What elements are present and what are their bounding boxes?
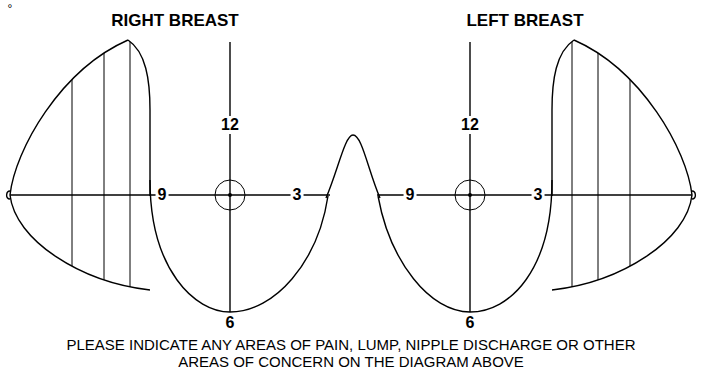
clock-number: 6: [226, 315, 235, 331]
vertical-axis: [229, 42, 230, 312]
clock-number: 9: [156, 186, 169, 204]
areola-circle: [455, 180, 485, 210]
clock-number: 3: [291, 186, 304, 204]
right-profile: [7, 0, 150, 392]
clock-number: 12: [219, 116, 241, 134]
profile-outline: [10, 40, 150, 290]
nipple-profile: [7, 191, 10, 199]
side-title: LEFT BREAST: [466, 12, 583, 29]
profile-outline: [552, 40, 692, 290]
breast-outline: [150, 180, 328, 312]
front-view: [10, 42, 692, 312]
hatch-lines: [572, 0, 630, 392]
clock-number: 6: [466, 315, 475, 331]
vertical-axis: [469, 42, 470, 312]
chest-wall: [128, 40, 150, 196]
hatch-lines: [72, 0, 130, 392]
stray-mark: °: [8, 3, 13, 15]
cleavage-outline: [326, 135, 380, 198]
nipple-dot: [228, 193, 232, 197]
horizontal-axis: [10, 194, 330, 195]
chest-wall: [552, 40, 574, 196]
instruction-caption: PLEASE INDICATE ANY AREAS OF PAIN, LUMP,…: [66, 336, 636, 370]
left-profile: [552, 0, 695, 392]
areola-circle: [215, 180, 245, 210]
clock-number: 12: [459, 116, 481, 134]
clock-number: 9: [404, 186, 417, 204]
side-title: RIGHT BREAST: [111, 12, 239, 29]
breast-outline: [378, 180, 552, 312]
nipple-dot: [468, 193, 472, 197]
nipple-profile: [692, 191, 695, 199]
clock-number: 3: [532, 186, 545, 204]
